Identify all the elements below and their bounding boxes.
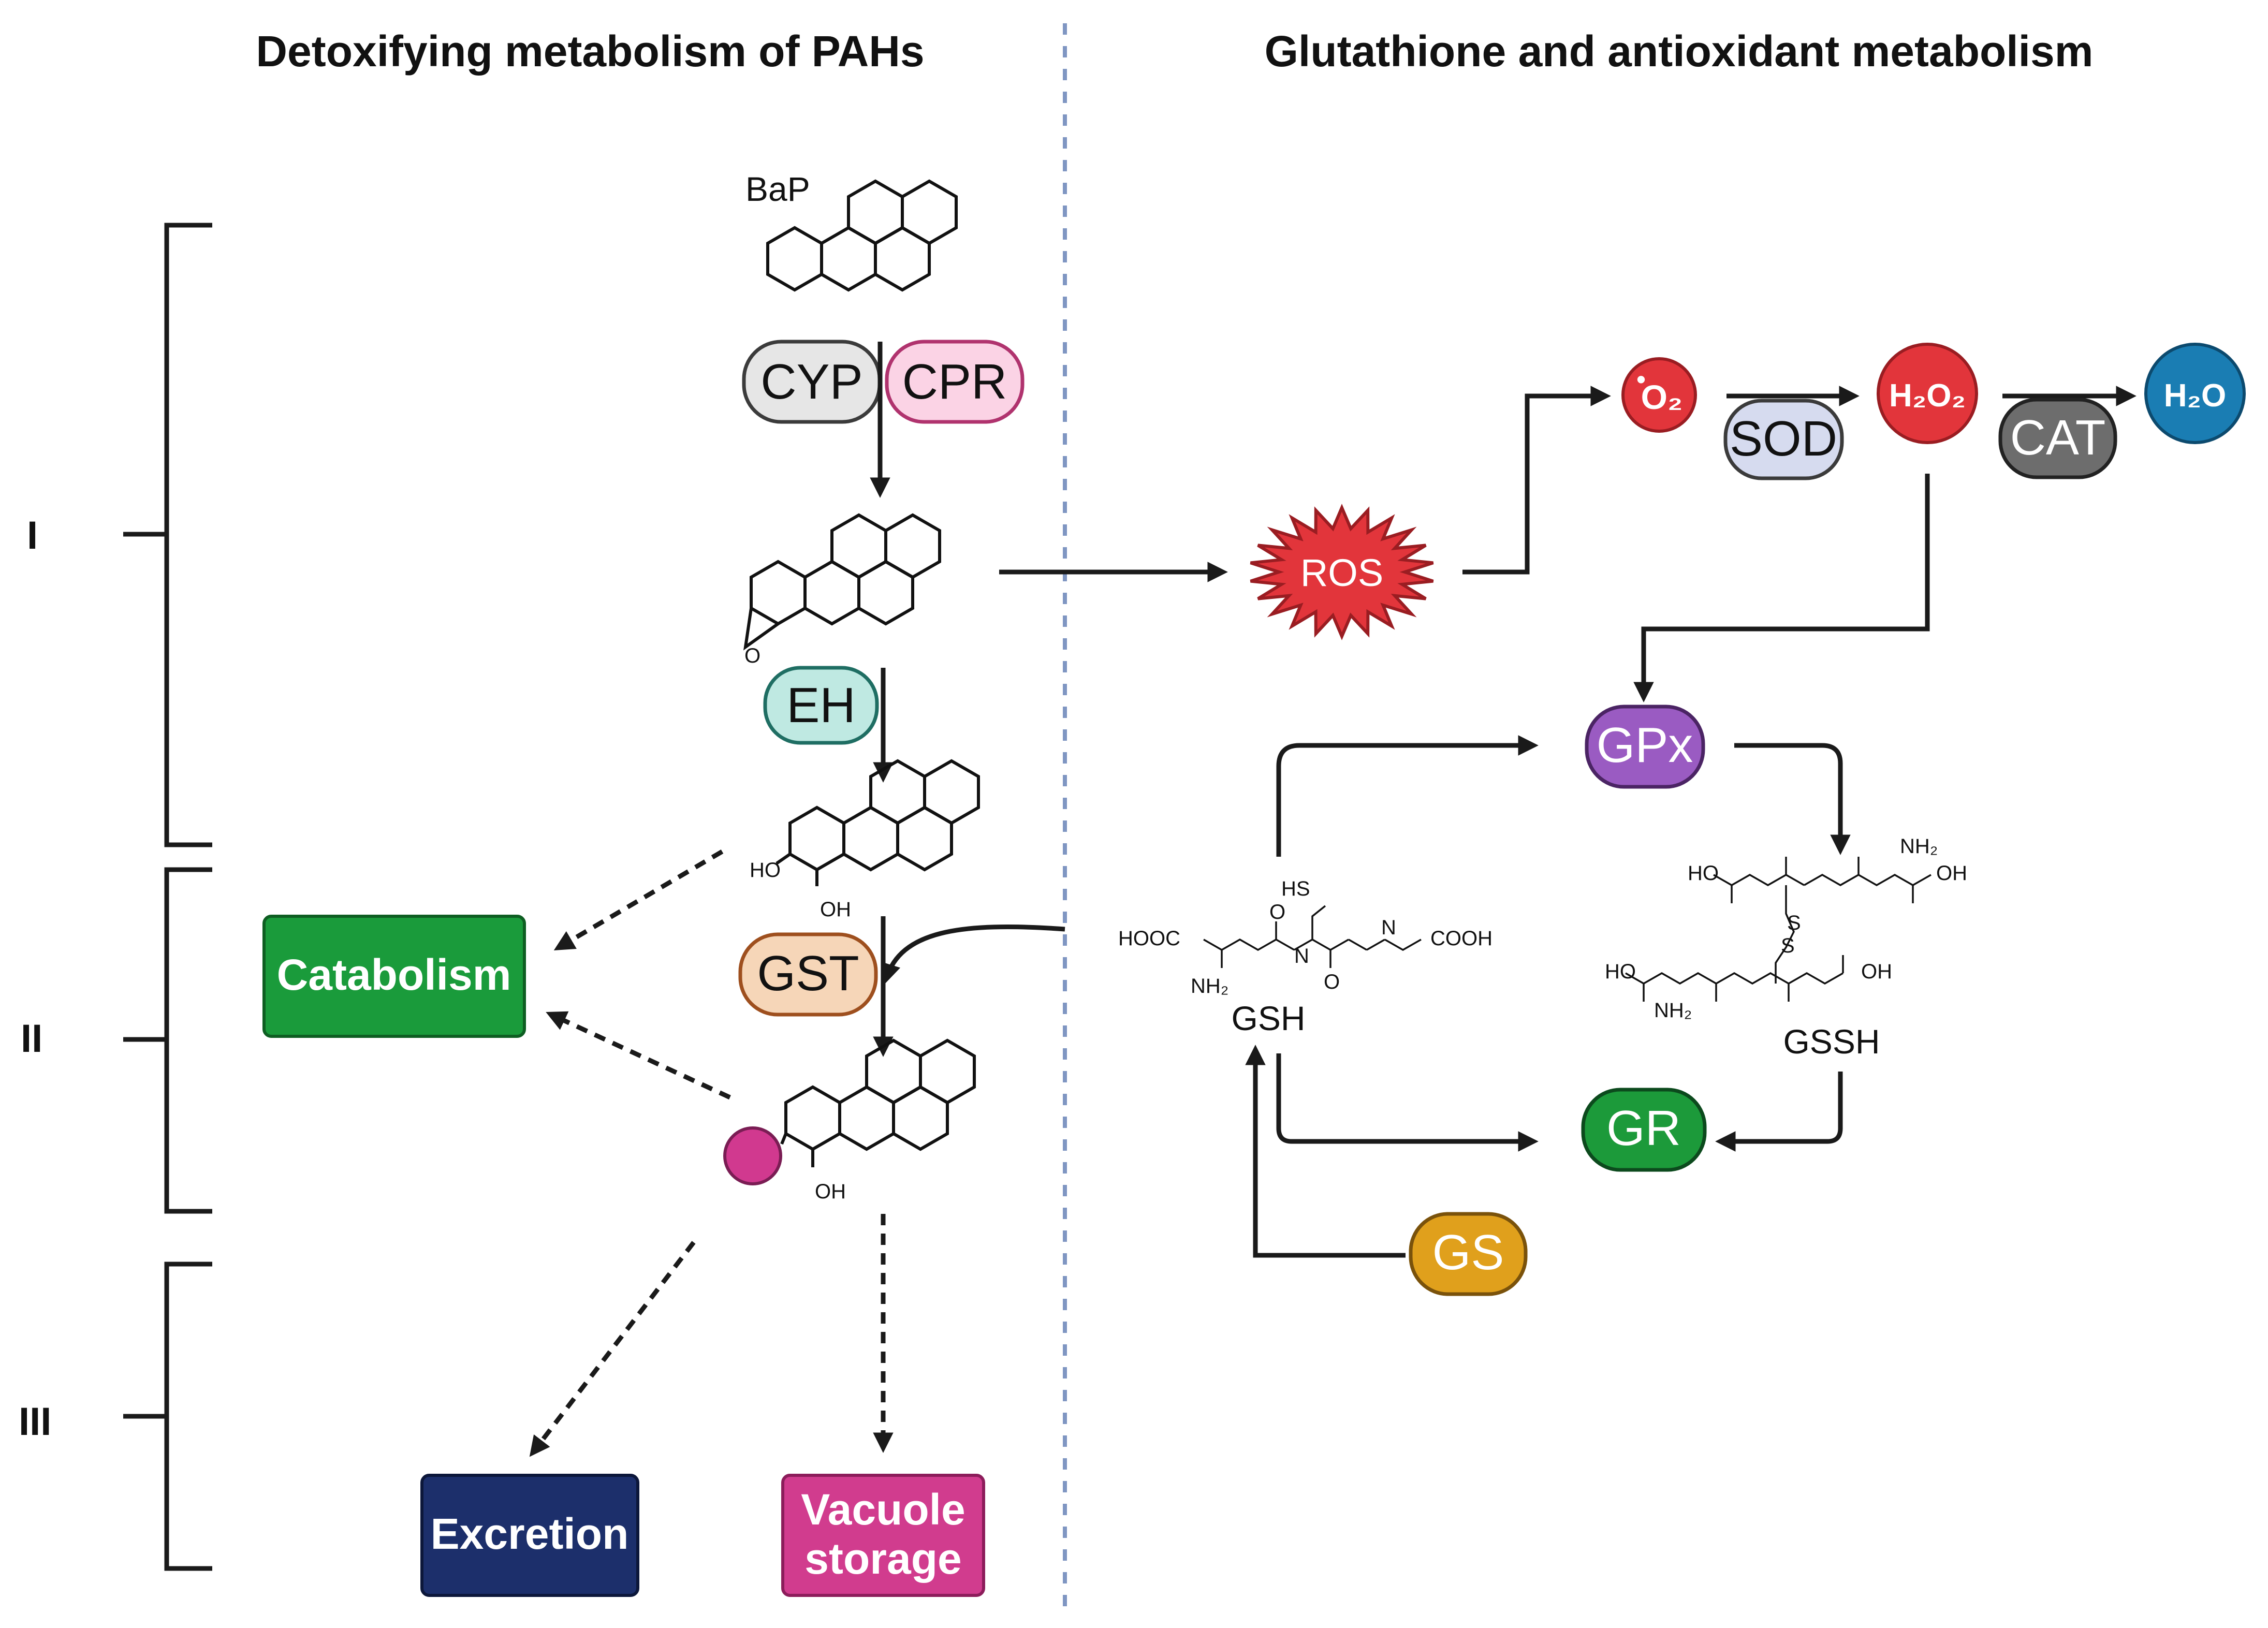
catabolism-box: Catabolism [262, 915, 526, 1038]
svg-text:H₂O₂: H₂O₂ [1889, 378, 1966, 414]
ros-starburst: ROS [1250, 504, 1434, 640]
gssh-s1: S [1787, 912, 1801, 934]
gpx-to-gssh-arrow [1734, 743, 1851, 855]
cat-enzyme: CAT [1998, 398, 2117, 479]
svg-text:H₂O: H₂O [2164, 378, 2227, 414]
phase-2-bracket [123, 867, 212, 1214]
conjugate-to-excretion-arrow [529, 1241, 696, 1457]
svg-text:GR: GR [1606, 1101, 1681, 1156]
gssh-nh2-top: NH₂ [1900, 835, 1938, 858]
gsh-to-gpx-arrow [1276, 735, 1539, 857]
diol-ho: HO [750, 859, 781, 882]
bap-diol-structure [775, 759, 980, 886]
gsh-o1: O [1269, 901, 1285, 923]
gssh-nh2-bottom: NH₂ [1654, 999, 1692, 1022]
h2o2-node: H₂O₂ [1877, 343, 1978, 444]
ros-to-superoxide-arrow [1462, 386, 1611, 575]
svg-text:CYP: CYP [760, 354, 862, 409]
svg-text:ROS: ROS [1300, 551, 1383, 594]
superoxide-node: O₂ • [1621, 357, 1697, 433]
svg-text:GS: GS [1432, 1225, 1504, 1280]
vacuole-storage-box: Vacuole storage [781, 1474, 985, 1597]
gsh-label: GSH [1231, 999, 1305, 1037]
h2o2-to-gpx-arrow [1633, 474, 1930, 702]
bap-epoxide-structure [743, 513, 941, 651]
svg-text:EH: EH [786, 678, 855, 733]
gsh-o2: O [1324, 971, 1340, 993]
gst-enzyme: GST [738, 932, 878, 1017]
gsh-hs: HS [1281, 877, 1310, 900]
svg-text:CAT: CAT [2010, 410, 2106, 465]
gssh-structure [1625, 857, 1932, 1002]
right-heading: Glutathione and antioxidant metabolism [1265, 27, 2094, 76]
bap-label: BaP [745, 170, 810, 208]
gssh-oh-top: OH [1936, 862, 1967, 885]
diol-oh: OH [820, 898, 851, 921]
gpx-enzyme: GPx [1585, 705, 1705, 789]
svg-text:Excretion: Excretion [431, 1509, 629, 1558]
diol-to-catabolism-arrow [553, 849, 724, 951]
left-heading: Detoxifying metabolism of PAHs [256, 27, 924, 76]
gsh-cooh: COOH [1430, 927, 1493, 950]
gsh-to-gr-arrow [1276, 1053, 1539, 1152]
gs-enzyme: GS [1409, 1212, 1528, 1296]
phase-3-bracket [123, 1262, 212, 1571]
phase-3-label: III [19, 1400, 51, 1444]
gsh-n2: N [1381, 916, 1396, 939]
svg-text:SOD: SOD [1730, 411, 1837, 466]
excretion-box: Excretion [420, 1474, 639, 1597]
cyp-enzyme: CYP [742, 340, 882, 424]
conjugate-to-catabolism-arrow [546, 1011, 731, 1100]
svg-text:Catabolism: Catabolism [277, 950, 511, 999]
gsh-to-gst-arrow [881, 924, 1065, 985]
svg-text:GPx: GPx [1597, 717, 1693, 773]
gssh-ho-top: HO [1688, 862, 1719, 885]
conjugate-structure [780, 1038, 976, 1167]
gssh-label: GSSH [1783, 1022, 1880, 1061]
gsh-hooc: HOOC [1118, 927, 1180, 950]
bap-structure [766, 179, 958, 292]
h2o-node: H₂O [2144, 343, 2246, 444]
gsh-nh2: NH₂ [1191, 975, 1228, 998]
gssh-ho-bottom: HO [1605, 960, 1636, 983]
sod-enzyme: SOD [1723, 399, 1844, 480]
svg-text:O₂: O₂ [1641, 378, 1683, 416]
phase-2-label: II [21, 1017, 42, 1061]
gssh-to-gr-arrow [1715, 1072, 1843, 1152]
svg-text:Vacuole: Vacuole [801, 1485, 965, 1534]
svg-text:GST: GST [757, 946, 859, 1001]
gsh-structure [1203, 905, 1422, 968]
glutathione-conjugate-dot [723, 1126, 782, 1185]
svg-text:storage: storage [804, 1534, 961, 1583]
gssh-s2: S [1781, 934, 1795, 957]
gsh-n1: N [1294, 945, 1309, 967]
svg-text:CPR: CPR [902, 354, 1007, 409]
svg-text:•: • [1636, 365, 1646, 394]
epoxide-oxygen: O [744, 644, 760, 667]
conjugate-oh: OH [815, 1180, 846, 1203]
phase-1-label: I [27, 514, 38, 558]
gs-to-gsh-arrow [1245, 1045, 1406, 1258]
cpr-enzyme: CPR [885, 340, 1025, 424]
gssh-oh-bottom: OH [1861, 960, 1892, 983]
eh-enzyme: EH [763, 666, 879, 745]
gr-enzyme: GR [1581, 1088, 1707, 1172]
phase-1-bracket [123, 223, 212, 847]
